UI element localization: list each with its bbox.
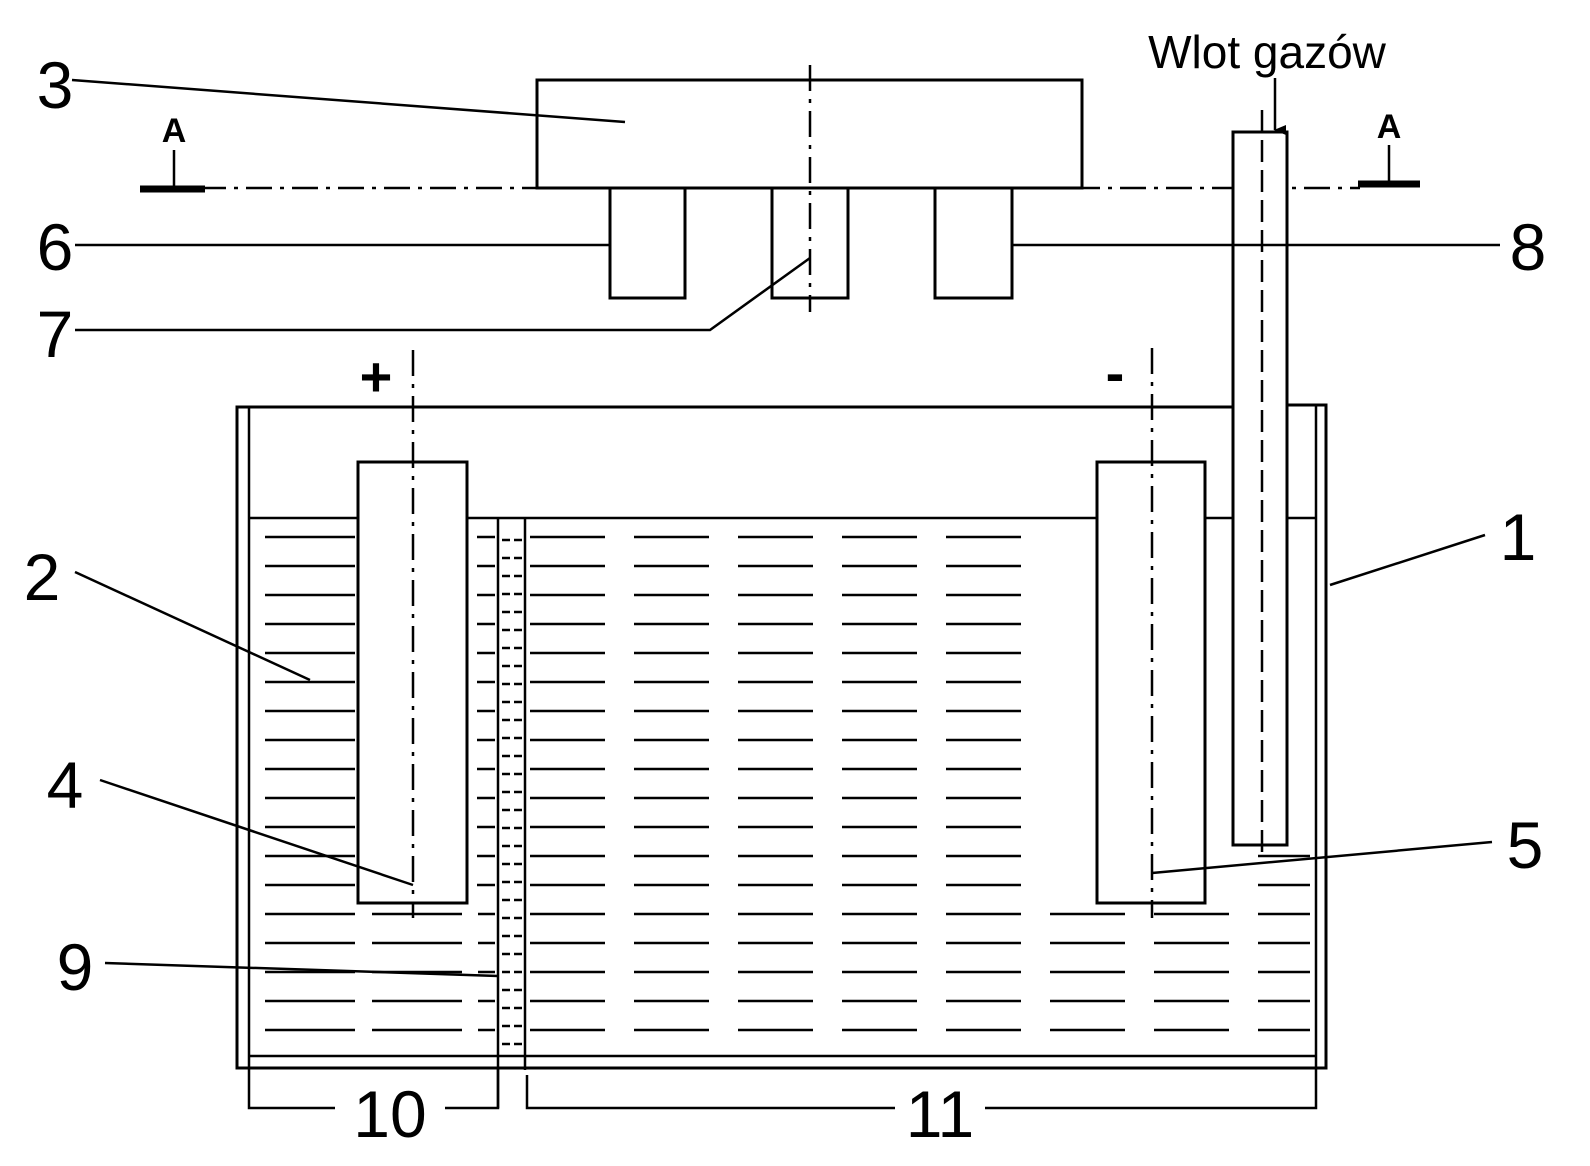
callout-1: 1: [1500, 500, 1537, 574]
positive-terminal-label: +: [360, 345, 393, 408]
callout-3: 3: [37, 48, 74, 122]
section-label-right: A: [1377, 108, 1402, 146]
callout-9: 9: [57, 930, 94, 1004]
nozzle-7: [770, 186, 850, 300]
gas-inlet-label: Wlot gazów: [1148, 26, 1387, 78]
section-marker-left: A: [140, 112, 205, 193]
callout-5: 5: [1507, 808, 1544, 882]
callout-6: 6: [37, 210, 74, 284]
callout-10: 10: [353, 1077, 426, 1151]
membrane-9: [496, 518, 527, 1108]
section-label-left: A: [162, 112, 187, 150]
callout-7: 7: [37, 297, 74, 371]
leader-lines: [71, 78, 1500, 978]
gas-inlet-tube: [1231, 130, 1289, 847]
callout-4: 4: [47, 748, 84, 822]
callout-8: 8: [1510, 210, 1547, 284]
electrolyte-2: [265, 535, 1310, 1032]
callout-2: 2: [24, 540, 61, 614]
nozzle-8: [933, 186, 1014, 300]
negative-terminal-label: -: [1106, 341, 1125, 404]
section-marker-right: A: [1358, 108, 1420, 188]
nozzle-6: [608, 186, 687, 300]
callout-11: 11: [906, 1077, 975, 1151]
